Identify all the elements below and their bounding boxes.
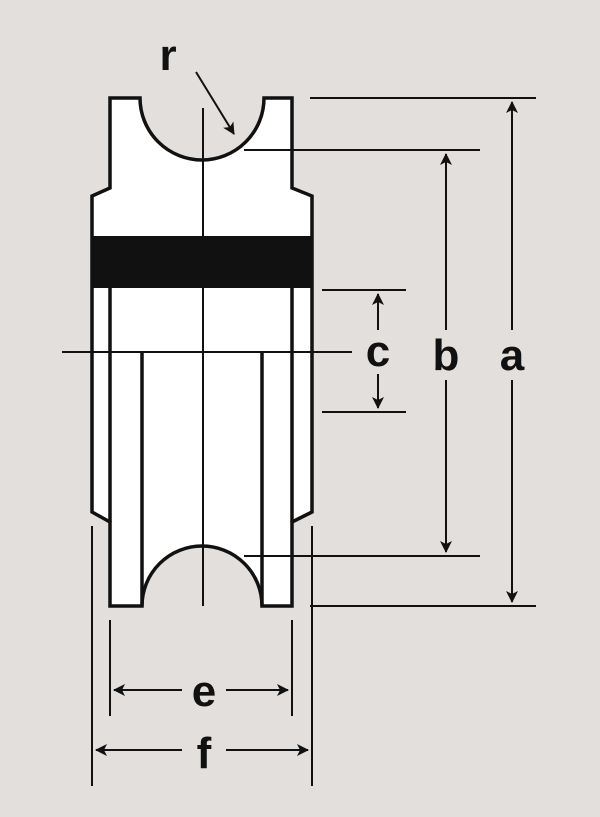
- label-a: a: [500, 331, 525, 380]
- label-c: c: [366, 327, 390, 376]
- label-r: r: [159, 31, 176, 80]
- label-e: e: [192, 667, 216, 716]
- label-f: f: [197, 729, 212, 778]
- radius-leader: [195, 71, 235, 135]
- label-b: b: [433, 331, 460, 380]
